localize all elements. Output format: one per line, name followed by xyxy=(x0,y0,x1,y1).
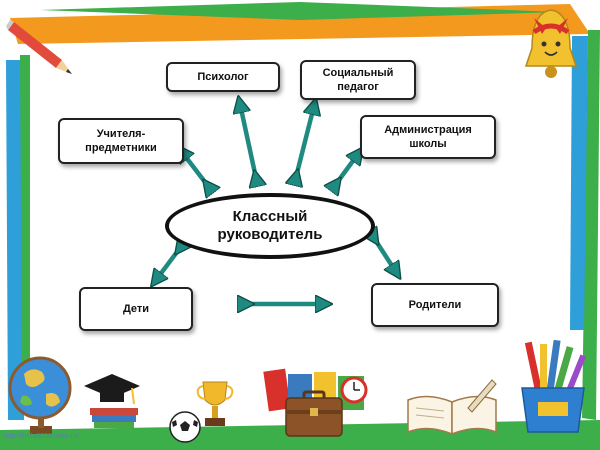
pencil-icon xyxy=(6,20,72,74)
node-children: Дети xyxy=(79,287,193,331)
node-subject-teachers-label: Учителя- предметники xyxy=(85,128,157,154)
node-psychologist: Психолог xyxy=(166,62,280,92)
node-subject-teachers: Учителя- предметники xyxy=(58,118,184,164)
arrow-center-children xyxy=(156,248,180,280)
node-social-pedagogue: Социальный педагог xyxy=(300,60,416,100)
arrow-center-parents xyxy=(374,238,396,272)
arrow-center-social-pedagogue xyxy=(296,106,314,177)
arrow-center-subject-teachers xyxy=(182,152,208,186)
node-children-label: Дети xyxy=(122,303,150,315)
central-node-class-teacher: Классный руководитель xyxy=(165,193,375,259)
bell-icon xyxy=(524,9,578,78)
soccer-ball-icon xyxy=(169,411,201,443)
credit-link[interactable]: http://linda6035.ucoz.ru/ xyxy=(4,433,79,440)
arrow-center-psychologist xyxy=(240,104,256,178)
trophy-icon xyxy=(196,381,234,426)
pencil-cup-icon xyxy=(521,340,587,433)
graduation-cap-icon xyxy=(84,374,140,428)
node-administration: Администрация школы xyxy=(360,115,496,159)
node-parents-label: Родители xyxy=(408,299,462,311)
central-node-label: Классный руководитель xyxy=(217,208,323,243)
node-social-pedagogue-label: Социальный педагог xyxy=(322,67,394,93)
node-parents: Родители xyxy=(371,283,499,327)
node-administration-label: Администрация школы xyxy=(384,124,472,150)
open-book-icon xyxy=(407,379,497,436)
globe-icon xyxy=(8,356,72,434)
briefcase-icon xyxy=(285,390,343,437)
arrow-center-administration xyxy=(336,154,358,184)
node-psychologist-label: Психолог xyxy=(197,71,249,83)
